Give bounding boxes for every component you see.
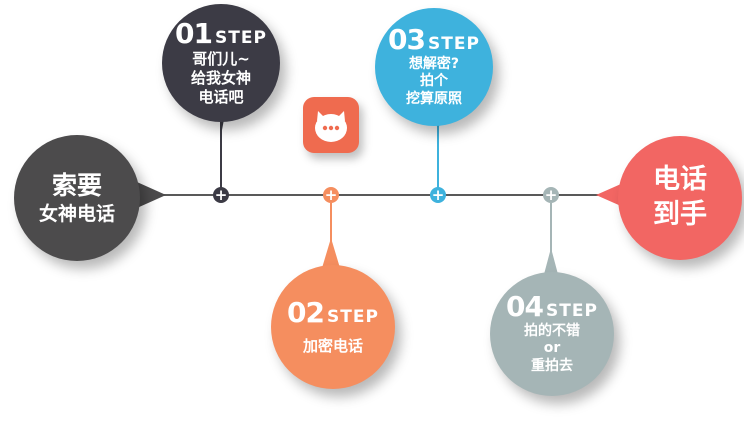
step3-line2: 拍个 — [420, 73, 448, 90]
end-line1: 电话 — [653, 164, 707, 196]
step1-node: + — [213, 186, 229, 204]
start-bubble: 索要 女神电话 — [14, 135, 140, 261]
chat-bubble-icon — [315, 111, 347, 142]
step2-number: 02 — [287, 296, 325, 329]
step4-number: 04 — [506, 289, 544, 323]
step3-number: 03 — [388, 22, 426, 56]
step3-word: STEP — [428, 33, 480, 54]
step2-node: + — [323, 186, 339, 204]
step4-node: + — [543, 186, 559, 204]
step4-word: STEP — [546, 300, 598, 321]
app-icon — [303, 97, 359, 153]
step2-word: STEP — [327, 307, 379, 327]
start-line2: 女神电话 — [38, 202, 115, 225]
end-bubble: 电话 到手 — [618, 136, 742, 260]
step4-line2: or — [543, 340, 561, 357]
step1-word: STEP — [215, 27, 267, 48]
step4-line1: 拍的不错 — [524, 322, 580, 339]
step1-line3: 电话吧 — [198, 87, 244, 106]
step1-line1: 哥们儿~ — [192, 49, 250, 68]
step2-pointer — [322, 238, 340, 268]
step3-node: + — [430, 186, 446, 204]
start-line1: 索要 — [51, 170, 102, 200]
step3-line1: 想解密? — [408, 55, 460, 72]
step1-number: 01 — [175, 16, 213, 50]
step3-line3: 挖算原照 — [406, 91, 462, 108]
step4-line3: 重拍去 — [531, 358, 573, 375]
step4-pointer — [543, 248, 559, 278]
end-line2: 到手 — [653, 199, 707, 230]
step2-line1: 加密电话 — [302, 336, 363, 355]
step1-line2: 给我女神 — [190, 68, 251, 87]
